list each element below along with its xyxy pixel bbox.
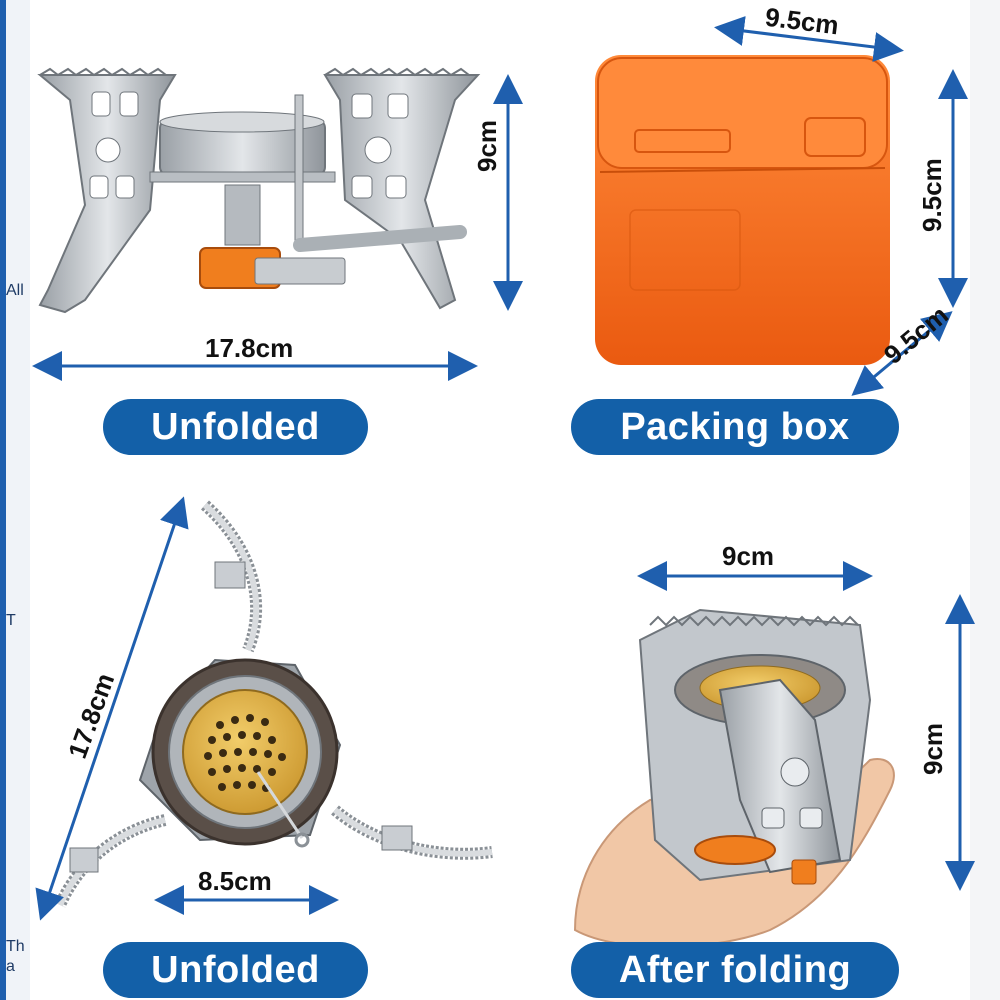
edge-fragment-text: Th: [6, 938, 25, 955]
tl-width-label: 17.8cm: [205, 333, 294, 363]
stove-folded-in-hand: [573, 608, 895, 948]
br-width-label: 9cm: [722, 541, 775, 571]
packing-box-illustration: [595, 55, 890, 365]
label-unfolded-top: Unfolded: [103, 399, 368, 455]
edge-fragment-text: All: [6, 282, 24, 299]
diagonal-arrow: [35, 496, 189, 921]
stove-unfolded-side-view: [37, 67, 481, 314]
edge-accent-bar: [0, 0, 6, 1000]
edge-fragment-text: T: [6, 612, 16, 629]
left-edge-strip: All T Th a: [0, 0, 30, 1000]
box-depth-arrow: [851, 311, 953, 396]
label-after-folding: After folding: [571, 942, 899, 998]
edge-fragment-text: a: [6, 958, 15, 975]
br-height-label: 9cm: [918, 722, 948, 775]
box-width-arrow: [714, 16, 904, 62]
bl-width-label: 8.5cm: [198, 866, 272, 896]
tl-height-label: 9cm: [472, 119, 502, 172]
stove-unfolded-top-view: [54, 500, 493, 908]
right-edge-strip: [970, 0, 1000, 1000]
label-packing-box: Packing box: [571, 399, 899, 455]
box-height-label: 9.5cm: [917, 158, 947, 232]
label-unfolded-bottom: Unfolded: [103, 942, 368, 998]
